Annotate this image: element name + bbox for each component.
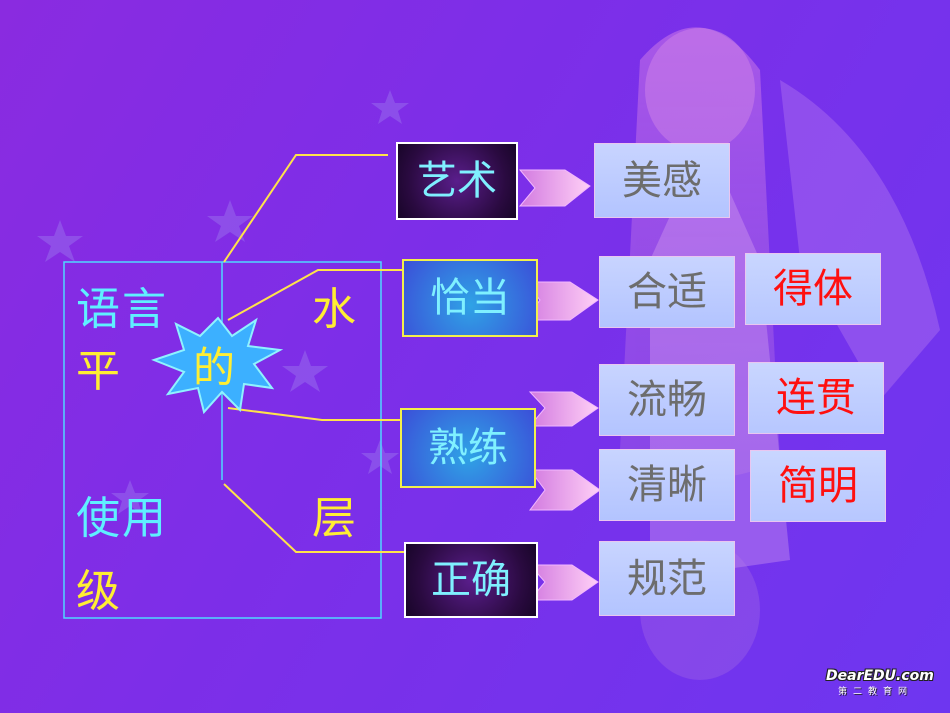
burst-label: 的 [193,343,236,392]
level-box-yishu: 艺术 [396,142,518,220]
star-decoration-icons [37,90,409,514]
label-ping: 平 [76,346,120,397]
level-box-qiadang: 恰当 [402,259,538,337]
level-box-shulian: 熟练 [400,408,536,488]
watermark-logo: DearEDU.com [826,668,934,684]
label-ceng: 层 [312,493,356,544]
label-ji: 级 [76,566,120,617]
result-box-lianguan: 连贯 [748,362,884,434]
watermark-subtitle: 第二教育网 [838,687,914,697]
result-box-guifan: 规范 [599,541,735,616]
result-box-liuchang: 流畅 [599,364,735,436]
result-box-jianming: 简明 [750,450,886,522]
starburst-shape [151,316,284,415]
result-box-heshi: 合适 [599,256,735,328]
label-shui: 水 [312,284,356,335]
result-box-qingxi: 清晰 [599,449,735,521]
result-box-meigan: 美感 [594,143,730,218]
level-box-zhengque: 正确 [404,542,538,618]
label-yuyan: 语言 [76,284,168,335]
result-box-deti: 得体 [745,253,881,325]
arrow-icons [518,169,601,601]
label-shiyong: 使用 [76,493,168,544]
